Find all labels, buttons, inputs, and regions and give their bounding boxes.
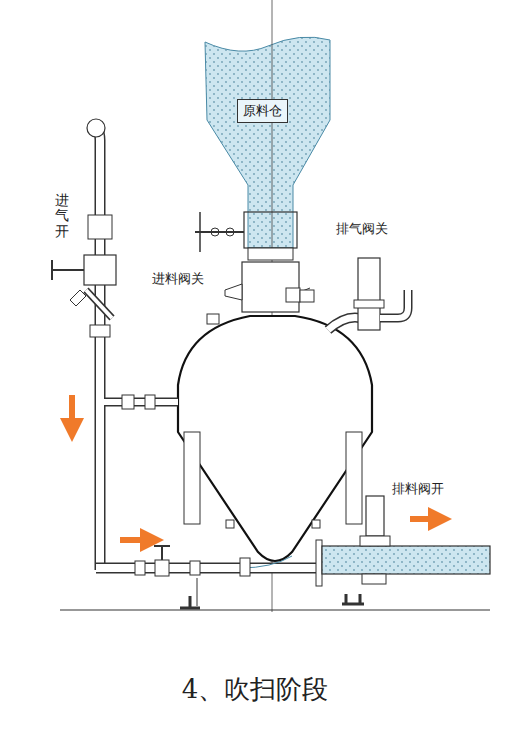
- node-text: 原料仓: [243, 102, 282, 120]
- caption: 4、吹扫阶段: [182, 672, 329, 707]
- valve-state-label: 排料阀开: [392, 480, 444, 498]
- vertical-valve-label: 进气开: [55, 193, 69, 239]
- hopper-label-box: 原料仓: [237, 99, 288, 123]
- valve-state-label: 排气阀关: [336, 220, 388, 238]
- valve-state-label: 进料阀关: [152, 270, 204, 288]
